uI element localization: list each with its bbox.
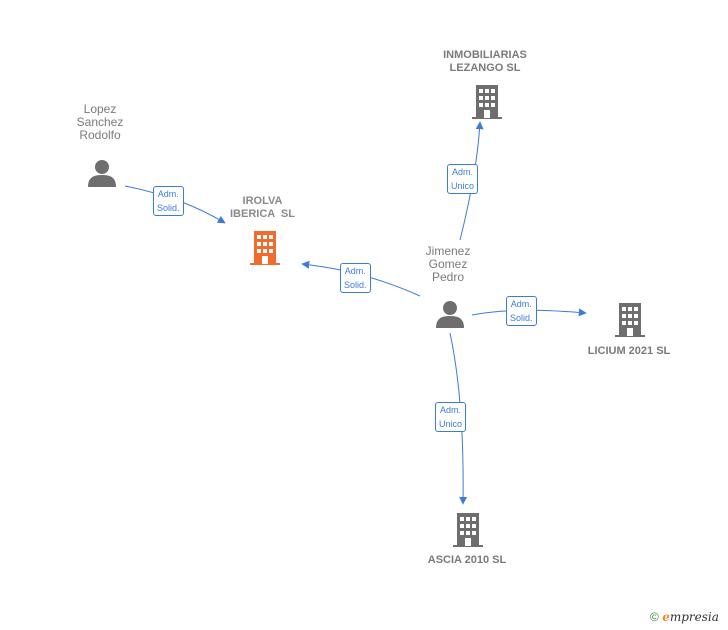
building-icon: [453, 513, 483, 547]
person-icon: [88, 160, 116, 187]
node-ascia[interactable]: [452, 512, 484, 548]
node-label-lopez[interactable]: Lopez Sanchez Rodolfo: [76, 102, 124, 142]
node-label-inmobiliarias[interactable]: INMOBILIARIAS LEZANGO SL: [443, 49, 527, 74]
footer-brand: © empresia: [650, 610, 719, 624]
person-icon: [436, 301, 464, 328]
node-licium[interactable]: [614, 302, 646, 338]
node-label-jimenez[interactable]: Jimenez Gomez Pedro: [425, 244, 471, 284]
building-icon: [250, 231, 280, 265]
edge-label-jimenez-inmobiliarias: Adm. Unico: [447, 164, 479, 194]
building-icon: [472, 85, 502, 119]
edge-label-jimenez-ascia: Adm. Unico: [435, 402, 467, 432]
node-label-irolva[interactable]: IROLVA IBERICA SL: [230, 195, 295, 220]
building-icon: [615, 303, 645, 337]
node-inmobiliarias[interactable]: [471, 84, 503, 120]
node-jimenez[interactable]: [435, 299, 465, 329]
edge-label-jimenez-irolva: Adm. Solid.: [340, 263, 371, 293]
node-label-ascia[interactable]: ASCIA 2010 SL: [427, 554, 507, 566]
edge-label-jimenez-licium: Adm. Solid.: [506, 296, 537, 326]
brand-logo: empresia: [662, 610, 719, 624]
node-label-licium[interactable]: LICIUM 2021 SL: [587, 345, 671, 357]
node-lopez[interactable]: [87, 158, 117, 188]
node-irolva[interactable]: [249, 230, 281, 266]
edge-label-lopez-irolva: Adm. Solid.: [153, 186, 184, 216]
copyright-icon: ©: [650, 610, 659, 624]
